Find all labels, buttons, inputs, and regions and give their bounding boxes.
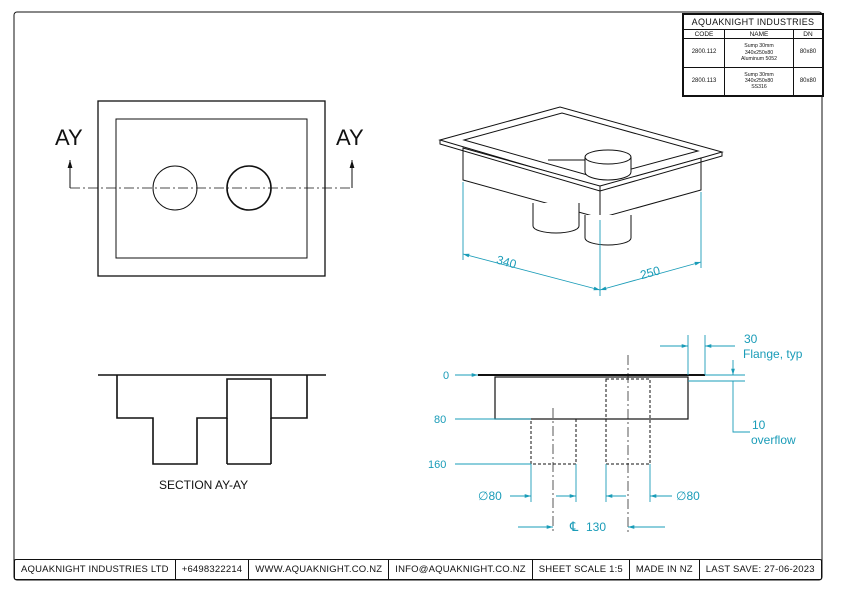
level-label-160: 160	[428, 459, 446, 471]
overflow-value: 10	[752, 418, 766, 432]
row-dn: 80x80	[793, 38, 823, 68]
level-label-80: 80	[434, 414, 446, 426]
footer-origin: MADE IN NZ	[630, 560, 700, 579]
row-name-line: 340x250x80	[744, 78, 774, 85]
level-label-0: 0	[443, 370, 449, 382]
side-outlet-left	[530, 418, 577, 465]
iso-dim-line-250	[599, 261, 702, 291]
row-name: Sump 30mm 340x250x80 Aluminum 5052	[724, 38, 794, 68]
title-block: AQUAKNIGHT INDUSTRIES CODE NAME DN 2800.…	[682, 13, 824, 97]
row-name-line: Aluminum 5052	[740, 55, 778, 62]
iso-view	[438, 106, 724, 246]
centerline-symbol: ℄	[569, 519, 579, 534]
row-name-line: 340x250x80	[744, 49, 774, 56]
row-name-line: SS316	[751, 84, 767, 91]
iso-outlet-left	[532, 203, 580, 234]
section-label-left: AY	[55, 125, 83, 150]
footer-last-save: LAST SAVE: 27-06-2023	[705, 564, 815, 575]
iso-flange-edge	[439, 140, 723, 192]
table-row: 2800.112 Sump 30mm 340x250x80 Aluminum 5…	[683, 38, 823, 68]
row-name-line: Sump 30mm	[744, 71, 774, 78]
side-view	[478, 355, 705, 534]
title-block-table: AQUAKNIGHT INDUSTRIES CODE NAME DN 2800.…	[683, 14, 823, 96]
footer-scale: SHEET SCALE 1:5	[533, 560, 630, 579]
iso-dim-line-340	[462, 253, 601, 291]
section-label-right: AY	[336, 125, 364, 150]
table-row: 2800.113 Sump 30mm 340x250x80 SS316 80x8…	[683, 66, 823, 96]
footer-company: AQUAKNIGHT INDUSTRIES LTD	[15, 560, 176, 579]
footer-website[interactable]: WWW.AQUAKNIGHT.CO.NZ	[249, 560, 390, 579]
section-caption: SECTION AY-AY	[159, 478, 248, 492]
footer-bar: AQUAKNIGHT INDUSTRIES LTD +6498322214 WW…	[14, 559, 822, 580]
side-body	[494, 376, 689, 420]
header-dn: DN	[793, 29, 823, 39]
footer-phone[interactable]: +6498322214	[176, 560, 250, 579]
centerline-value: 130	[586, 520, 606, 534]
row-name-line: Sump 30mm	[744, 43, 774, 50]
iso-dim-340: 340	[495, 253, 518, 272]
overflow-label: overflow	[751, 433, 796, 447]
iso-flange-opening	[462, 112, 700, 179]
iso-dim-250: 250	[639, 263, 662, 282]
row-code: 2800.112	[683, 38, 725, 68]
section-view	[98, 374, 326, 465]
iso-outlet-right	[584, 215, 632, 246]
side-dimensions	[455, 335, 750, 529]
iso-dimensions	[462, 182, 702, 296]
header-code: CODE	[683, 29, 725, 39]
footer-email[interactable]: INFO@AQUAKNIGHT.CO.NZ	[389, 560, 533, 579]
top-view-inner-basin	[115, 118, 308, 259]
sheet-border	[13, 11, 823, 581]
header-name: NAME	[724, 29, 794, 39]
title-block-company: AQUAKNIGHT INDUSTRIES	[683, 14, 823, 30]
flange-value: 30	[744, 332, 758, 346]
dia-right-label: ∅80	[676, 489, 700, 503]
flange-label: Flange, typ	[743, 347, 803, 361]
iso-standpipe-top	[584, 149, 632, 165]
row-dn: 80x80	[793, 66, 823, 96]
section-profile	[98, 374, 326, 465]
top-view	[67, 100, 355, 277]
iso-body-side	[599, 157, 702, 219]
dia-left-label: ∅80	[478, 489, 502, 503]
row-code: 2800.113	[683, 66, 725, 96]
top-view-outer-flange	[97, 100, 326, 277]
overflow-leader	[732, 381, 750, 433]
row-name: Sump 30mm 340x250x80 SS316	[724, 66, 794, 96]
